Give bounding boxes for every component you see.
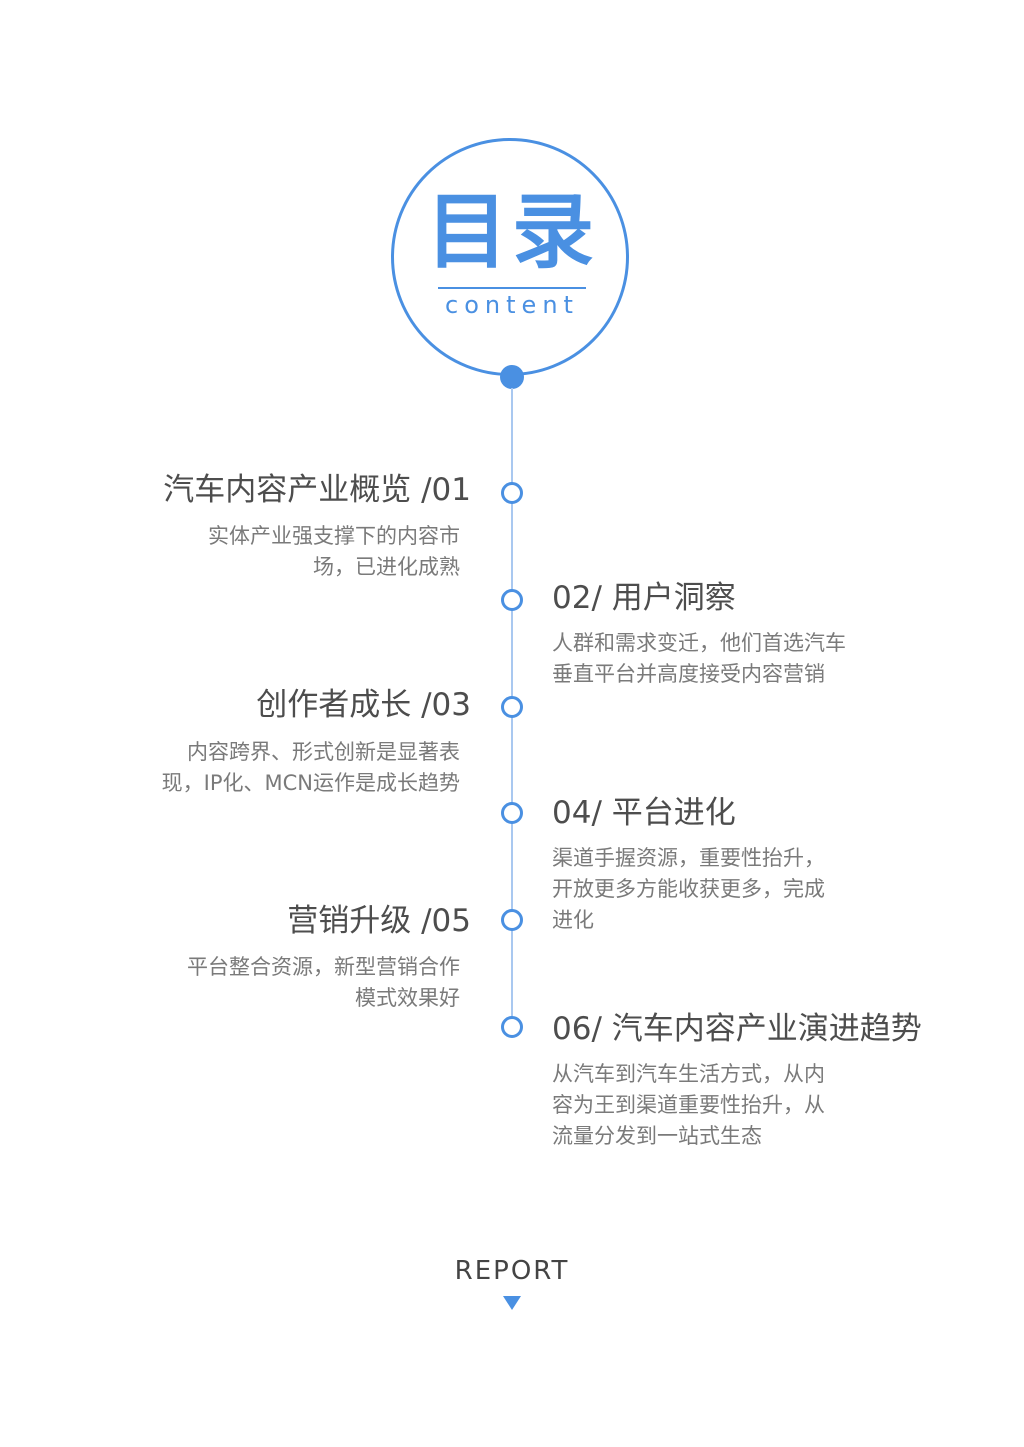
toc-item-desc-01: 实体产业强支撑下的内容市 场，已进化成熟: [140, 521, 460, 583]
toc-item-title-03[interactable]: 创作者成长 /03: [256, 687, 471, 723]
toc-item-title-01[interactable]: 汽车内容产业概览 /01: [163, 472, 471, 508]
title-underline: [438, 287, 586, 289]
report-label: REPORT: [454, 1256, 570, 1286]
timeline-anchor-dot: [500, 365, 524, 389]
desc-line: 进化: [552, 908, 594, 932]
desc-line: 内容跨界、形式创新是显著表: [187, 740, 460, 764]
desc-line: 开放更多方能收获更多，完成: [552, 877, 825, 901]
toc-item-desc-06: 从汽车到汽车生活方式，从内 容为王到渠道重要性抬升，从 流量分发到一站式生态: [552, 1059, 882, 1152]
desc-line: 垂直平台并高度接受内容营销: [552, 662, 825, 686]
toc-item-desc-05: 平台整合资源，新型营销合作 模式效果好: [140, 952, 460, 1014]
timeline-node-01: [501, 482, 523, 504]
timeline-node-05: [501, 909, 523, 931]
toc-item-desc-04: 渠道手握资源，重要性抬升， 开放更多方能收获更多，完成 进化: [552, 843, 882, 936]
desc-line: 容为王到渠道重要性抬升，从: [552, 1093, 825, 1117]
desc-line: 从汽车到汽车生活方式，从内: [552, 1062, 825, 1086]
toc-item-title-02[interactable]: 02/ 用户洞察: [552, 580, 736, 616]
desc-line: 模式效果好: [355, 986, 460, 1010]
toc-item-title-06[interactable]: 06/ 汽车内容产业演进趋势: [552, 1011, 922, 1047]
desc-line: 流量分发到一站式生态: [552, 1124, 762, 1148]
timeline-node-02: [501, 589, 523, 611]
desc-line: 现，IP化、MCN运作是成长趋势: [161, 771, 460, 795]
desc-line: 渠道手握资源，重要性抬升，: [552, 846, 825, 870]
desc-line: 人群和需求变迁，他们首选汽车: [552, 631, 846, 655]
timeline-node-06: [501, 1016, 523, 1038]
timeline-node-03: [501, 696, 523, 718]
desc-line: 场，已进化成熟: [313, 555, 460, 579]
page-subtitle: content: [445, 291, 579, 319]
desc-line: 平台整合资源，新型营销合作: [187, 955, 460, 979]
toc-item-desc-03: 内容跨界、形式创新是显著表 现，IP化、MCN运作是成长趋势: [140, 737, 460, 799]
page-title: 目录: [425, 185, 598, 280]
triangle-down-icon: [503, 1296, 521, 1310]
toc-item-title-05[interactable]: 营销升级 /05: [287, 903, 471, 939]
toc-item-desc-02: 人群和需求变迁，他们首选汽车 垂直平台并高度接受内容营销: [552, 628, 882, 690]
toc-item-title-04[interactable]: 04/ 平台进化: [552, 795, 736, 831]
desc-line: 实体产业强支撑下的内容市: [208, 524, 460, 548]
timeline-node-04: [501, 802, 523, 824]
